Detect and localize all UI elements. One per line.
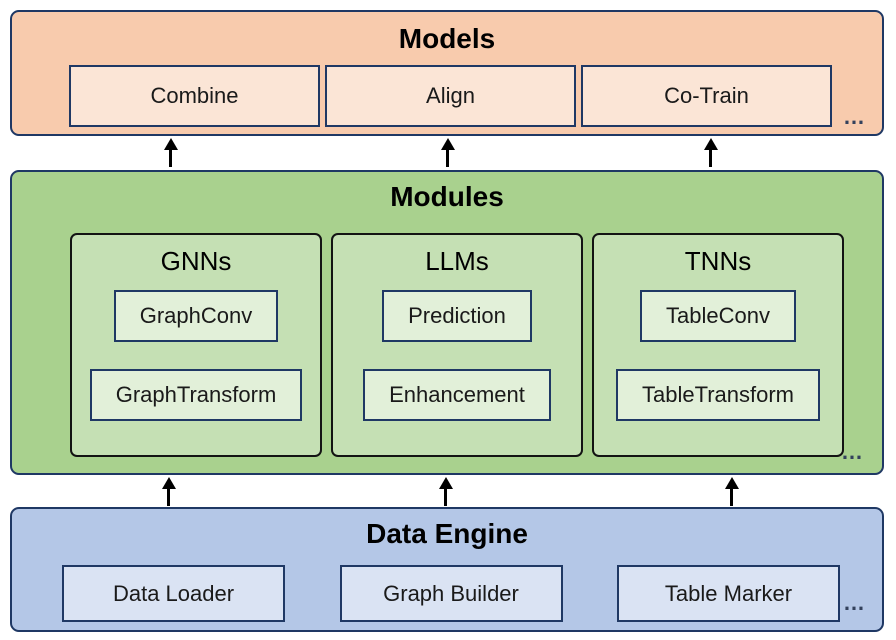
group-title-gnns: GNNs xyxy=(160,246,232,276)
arrow-stem xyxy=(169,150,172,167)
model-item-cotrain: Co-Train xyxy=(581,65,832,127)
module-item-graphtransform: GraphTransform xyxy=(89,369,303,421)
arrowhead xyxy=(438,477,453,489)
data-item-table-marker: Table Marker xyxy=(617,565,840,622)
module-group-gnns: GNNs GraphConv GraphTransform xyxy=(70,233,322,457)
up-arrow-icon xyxy=(724,477,739,506)
data-engine-title: Data Engine xyxy=(366,518,528,549)
up-arrow-icon xyxy=(440,138,455,167)
modules-group-row: GNNs GraphConv GraphTransform LLMs Predi… xyxy=(70,233,844,457)
models-layer: Models Combine Align Co-Train … xyxy=(10,10,884,136)
up-arrow-icon xyxy=(161,477,176,506)
arrow-stem xyxy=(446,150,449,167)
arrowhead xyxy=(724,477,739,489)
module-group-tnns: TNNs TableConv TableTransform xyxy=(592,233,844,457)
arrowhead xyxy=(703,138,718,150)
arrowhead xyxy=(440,138,455,150)
modules-title: Modules xyxy=(390,181,504,212)
up-arrow-icon xyxy=(703,138,718,167)
data-item-graph-builder: Graph Builder xyxy=(339,565,563,622)
module-item-graphconv: GraphConv xyxy=(113,290,279,342)
arrow-stem xyxy=(167,489,170,506)
modules-layer: Modules GNNs GraphConv GraphTransform LL… xyxy=(10,170,884,475)
model-item-align: Align xyxy=(325,65,576,127)
up-arrow-icon xyxy=(163,138,178,167)
modules-more-ellipsis: … xyxy=(841,439,864,464)
data-engine-layer: Data Engine Data Loader Graph Builder Ta… xyxy=(10,507,884,632)
data-item-data-loader: Data Loader xyxy=(62,565,285,622)
module-item-enhancement: Enhancement xyxy=(363,369,551,421)
data-engine-item-row: Data Loader Graph Builder Table Marker xyxy=(62,565,840,622)
models-more-ellipsis: … xyxy=(843,104,866,129)
models-title: Models xyxy=(398,23,496,54)
arrowhead xyxy=(161,477,176,489)
model-item-combine: Combine xyxy=(69,65,320,127)
module-item-tableconv: TableConv xyxy=(640,290,796,342)
arrow-stem xyxy=(444,489,447,506)
arrowhead xyxy=(163,138,178,150)
arrow-stem xyxy=(730,489,733,506)
data-engine-more-ellipsis: … xyxy=(843,590,866,615)
group-title-tnns: TNNs xyxy=(684,246,752,276)
module-item-tabletransform: TableTransform xyxy=(615,369,820,421)
up-arrow-icon xyxy=(438,477,453,506)
arrow-stem xyxy=(709,150,712,167)
module-item-prediction: Prediction xyxy=(382,290,532,342)
models-item-row: Combine Align Co-Train xyxy=(69,65,832,127)
module-group-llms: LLMs Prediction Enhancement xyxy=(331,233,583,457)
group-title-llms: LLMs xyxy=(425,246,489,276)
